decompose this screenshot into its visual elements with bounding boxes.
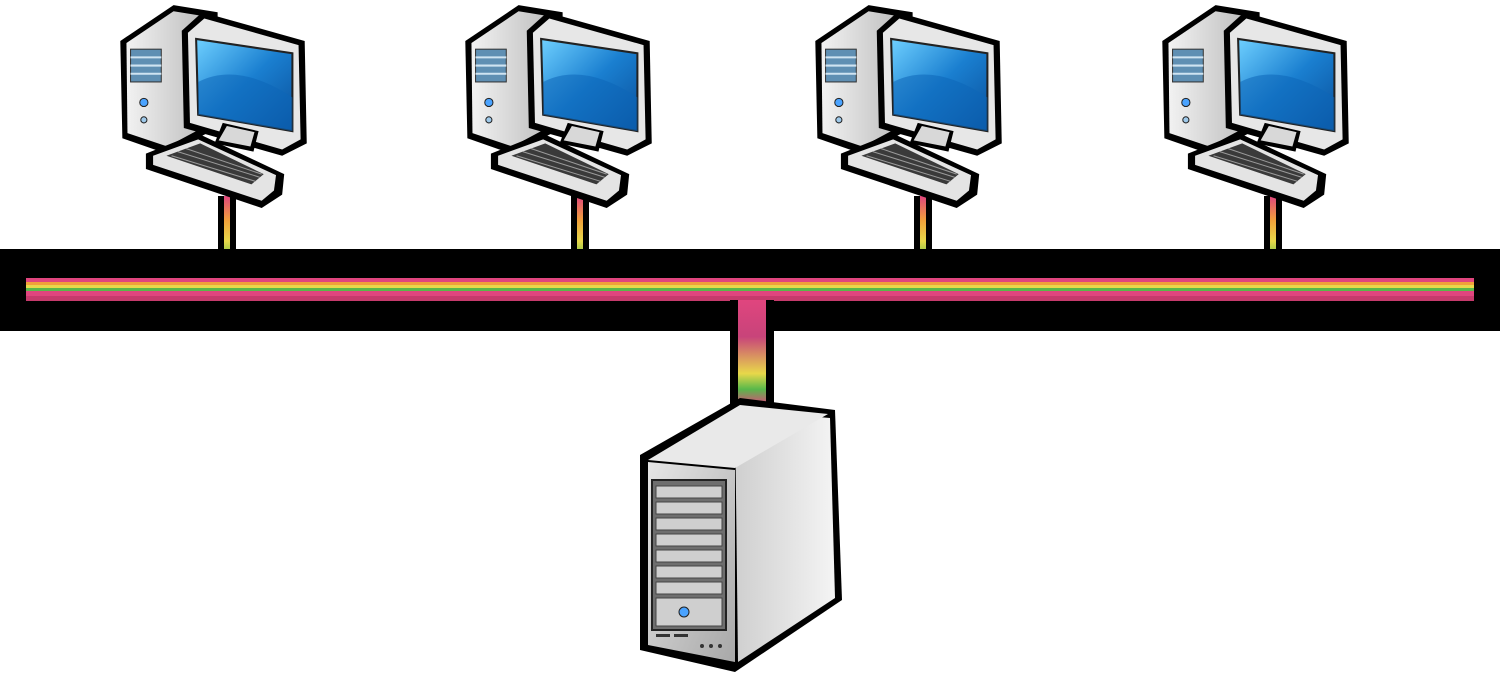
bus-stripe-pink-top (26, 278, 1474, 282)
desktop-computer-icon (464, 4, 653, 209)
bus-stripe-orange (26, 282, 1474, 285)
drop-cable-2-core (577, 196, 583, 278)
bus-stripe-yellow (26, 285, 1474, 288)
drop-cable-1-core (224, 196, 230, 278)
server-tower-icon (640, 398, 842, 672)
drop-cable-3-core (920, 196, 926, 278)
server-drop-cable (730, 300, 774, 405)
bus-stripe-green (26, 288, 1474, 291)
workstations (119, 4, 1350, 209)
server-cable-core (738, 300, 766, 405)
server-power-led (678, 606, 690, 618)
drop-cable-4-core (1270, 196, 1276, 278)
desktop-computer-icon (119, 4, 308, 209)
bus-stripe-pink-shade (26, 296, 1474, 301)
desktop-computer-icon (814, 4, 1003, 209)
desktop-computer-icon (1161, 4, 1350, 209)
